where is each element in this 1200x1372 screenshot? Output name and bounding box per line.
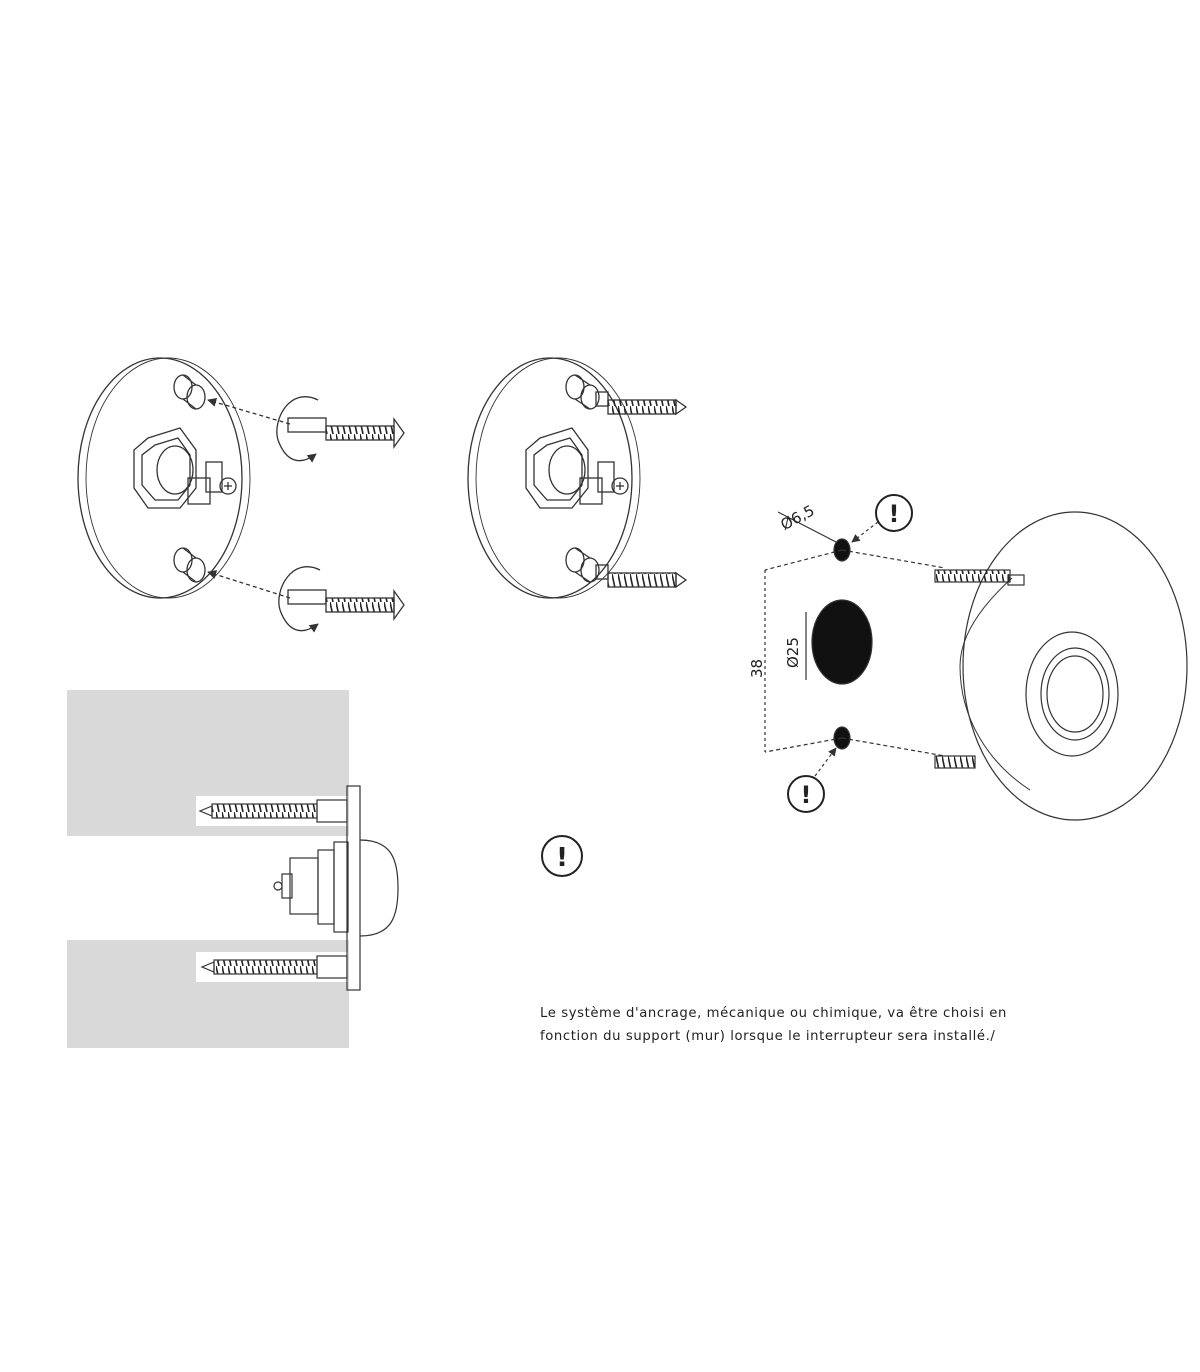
standoff-bottom [173,547,206,583]
hex-nut-icon [133,427,197,509]
mounting-plate [77,357,243,599]
assembled-view [467,357,688,599]
rotation-arrow-icon [278,566,321,633]
screw-icon [934,569,1025,586]
spacing-label: 38 [748,659,766,678]
rotation-arrow-icon [276,396,319,463]
svg-text:!: ! [889,500,900,528]
screw-icon [934,755,976,769]
guide-line-top [207,397,291,425]
screw-icon [200,955,348,979]
drilling-template-view [764,511,1188,821]
warning-arrow-bottom [814,747,837,777]
hex-nut-icon [525,427,589,509]
note-line-1: Le système d'ancrage, mécanique ou chimi… [540,1006,1007,1021]
mounting-plate-section [346,785,361,991]
screw-icon [595,391,688,416]
screw-icon [287,588,405,622]
warning-icon: ! [875,494,913,532]
terminal-block [579,461,629,505]
standoff-bottom [565,547,600,583]
center-hole [811,599,873,685]
svg-text:!: ! [556,843,568,873]
standoff-top [173,374,206,410]
guide-line-bottom [207,570,291,599]
hole-diameter-leader [777,511,837,543]
standoff-top [565,374,600,410]
screw-icon [198,799,348,823]
wall-section-view [67,690,399,1048]
terminal-block [187,461,237,505]
switch-body-section [273,839,399,937]
warning-icon: ! [787,775,825,813]
mounting-plate [467,357,633,599]
exploded-view-1 [77,357,405,633]
center-diameter-label: Ø25 [784,637,802,668]
warning-arrow-top [851,521,879,543]
svg-text:!: ! [801,781,812,809]
screw-icon [287,416,405,450]
installation-note: Le système d'ancrage, mécanique ou chimi… [540,1002,1180,1048]
push-button-assembled [959,511,1188,821]
mounting-plate-edge [85,357,251,599]
screw-icon [595,564,688,589]
warning-icon: ! [541,835,583,877]
note-line-2: fonction du support (mur) lorsque le int… [540,1029,996,1044]
projection-lines [764,549,946,757]
